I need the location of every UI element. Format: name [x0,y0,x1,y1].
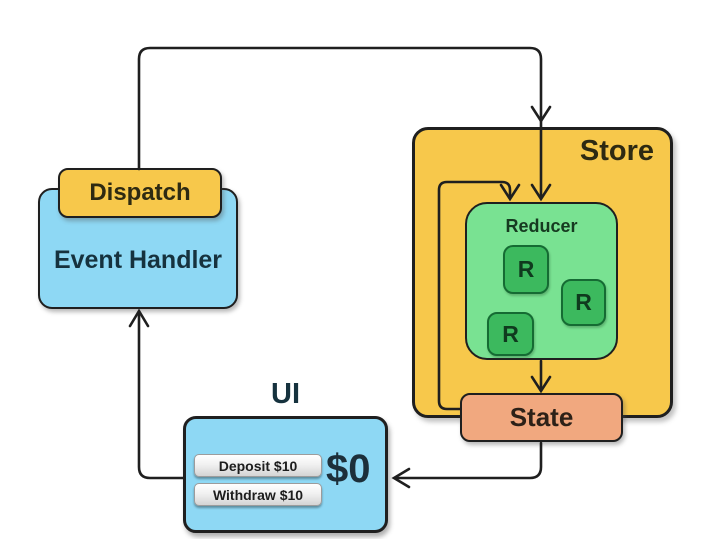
reducer-tile-3: R [487,312,534,356]
withdraw-button[interactable]: Withdraw $10 [194,483,322,506]
store-label: Store [579,135,654,167]
arrow-state-to-ui [393,441,543,480]
deposit-button[interactable]: Deposit $10 [194,454,322,477]
arrowhead-ui-entry [391,467,411,489]
arrowhead-event-handler-entry [128,308,150,328]
ui-box: Deposit $10 Withdraw $10 $0 [183,416,388,533]
reducer-tile-1: R [503,245,549,294]
arrowhead-store-entry [530,105,552,124]
ui-title-label: UI [271,378,300,410]
reducer-tile-2: R [561,279,606,326]
state-box: State [460,393,623,442]
balance-text: $0 [326,447,371,491]
dispatch-box: Dispatch [58,168,222,218]
arrow-ui-to-event-handler [137,311,185,480]
reducer-label: Reducer [505,216,578,236]
